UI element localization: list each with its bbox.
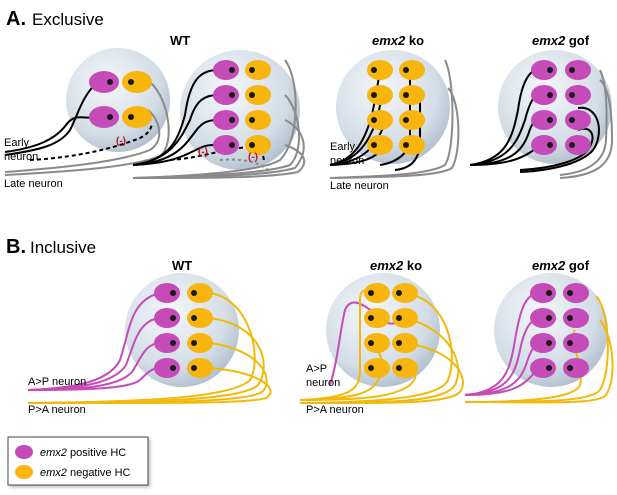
a-wt-sphere-large (180, 50, 300, 170)
ap-neuron-ko-label-line1: A>P (306, 363, 327, 375)
early-neuron-label-line2: neuron (4, 151, 38, 163)
b-neuron-paths (27, 289, 614, 405)
panel-b-wt-label: WT (172, 258, 192, 273)
hc-negative (399, 110, 425, 130)
hc-negative (187, 283, 213, 303)
b-cells (154, 283, 589, 378)
panel-a-gof-label: emx2 gof (532, 33, 590, 48)
b-wt-sphere (125, 273, 239, 387)
a-cells (89, 60, 591, 155)
hc-positive (563, 333, 589, 353)
hc-negative (122, 71, 152, 93)
hc-negative (122, 106, 152, 128)
hc-positive (89, 106, 119, 128)
pa-neuron-label: P>A neuron (28, 404, 86, 416)
panel-a-ko-label: emx2 ko (372, 33, 424, 48)
hc-negative (364, 308, 390, 328)
hc-positive (89, 71, 119, 93)
hc-positive (154, 308, 180, 328)
hc-negative (187, 333, 213, 353)
legend-positive-label: emx2 positive HC (40, 447, 126, 459)
hc-positive (213, 60, 239, 80)
hc-positive (565, 110, 591, 130)
hc-positive (563, 308, 589, 328)
hc-positive (154, 283, 180, 303)
hc-negative (245, 85, 271, 105)
panel-a: A. Exclusive WT emx2 ko emx2 gof (4, 8, 614, 192)
hc-positive (565, 85, 591, 105)
hc-negative (399, 60, 425, 80)
pa-neuron-ko-label: P>A neuron (306, 404, 364, 416)
ap-neuron-ko-label-line2: neuron (306, 377, 340, 389)
hc-negative (364, 333, 390, 353)
hc-positive (531, 60, 557, 80)
hc-negative (187, 358, 213, 378)
hc-negative (367, 135, 393, 155)
hc-negative (364, 358, 390, 378)
inhibition-mark: (-) (198, 147, 208, 158)
hc-positive (213, 110, 239, 130)
hc-positive (563, 283, 589, 303)
hc-positive (531, 135, 557, 155)
hc-positive (213, 135, 239, 155)
panel-a-letter: A. (6, 8, 26, 30)
late-neuron-ko-label: Late neuron (330, 180, 389, 192)
inhibition-mark: (-) (248, 152, 258, 163)
panel-a-title: Exclusive (32, 10, 104, 29)
ap-neuron-label: A>P neuron (28, 376, 86, 388)
early-neuron-label-line1: Early (4, 137, 30, 149)
hc-positive (530, 283, 556, 303)
hc-positive (531, 110, 557, 130)
hc-positive (563, 358, 589, 378)
panel-b-gof-label: emx2 gof (532, 258, 590, 273)
hc-negative (245, 110, 271, 130)
inhibition-mark: (-) (116, 136, 126, 147)
hc-negative (392, 283, 418, 303)
legend-negative-label: emx2 negative HC (40, 467, 131, 479)
hc-negative (392, 358, 418, 378)
hc-positive (530, 358, 556, 378)
hc-negative (367, 85, 393, 105)
late-neuron-label: Late neuron (4, 178, 63, 190)
hc-positive (531, 85, 557, 105)
panel-b-letter: B. (6, 236, 26, 258)
early-neuron-ko-label-line2: neuron (330, 155, 364, 167)
hc-positive (154, 358, 180, 378)
hc-negative (392, 333, 418, 353)
legend: emx2 positive HC emx2 negative HC (7, 436, 149, 486)
legend-negative-swatch (15, 465, 33, 479)
hc-positive (530, 333, 556, 353)
hc-positive (213, 85, 239, 105)
hc-positive (530, 308, 556, 328)
hc-negative (392, 308, 418, 328)
hc-negative (364, 283, 390, 303)
hc-positive (154, 333, 180, 353)
hc-negative (399, 85, 425, 105)
panel-b-ko-label: emx2 ko (370, 258, 422, 273)
panel-b-title: Inclusive (30, 238, 96, 257)
hc-negative (187, 308, 213, 328)
hc-positive (565, 135, 591, 155)
hc-negative (245, 60, 271, 80)
hc-negative (245, 135, 271, 155)
hc-negative (367, 110, 393, 130)
panel-a-wt-label: WT (170, 33, 190, 48)
hc-positive (565, 60, 591, 80)
hc-negative (367, 60, 393, 80)
legend-positive-swatch (15, 445, 33, 459)
hc-negative (399, 135, 425, 155)
early-neuron-ko-label-line1: Early (330, 141, 356, 153)
panel-b: B. Inclusive WT emx2 ko emx2 gof (6, 236, 614, 416)
